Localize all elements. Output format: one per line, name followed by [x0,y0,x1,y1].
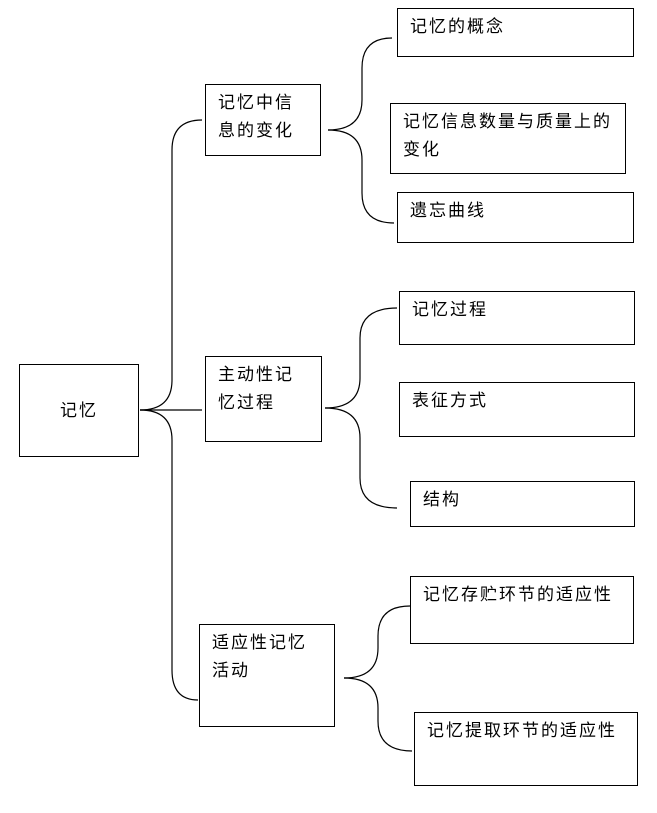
branch3-brace [343,605,411,679]
leaf-node-label: 记忆的概念 [410,17,505,37]
leaf-node-label: 遗忘曲线 [410,201,486,221]
root-brace [139,119,203,411]
branch-node-active-memory-process: 主动性记忆过程 [205,356,322,442]
branch-node-label: 记忆中信息的变化 [218,93,294,141]
branch2-brace-lower [324,407,398,509]
root-brace-middle [139,409,199,701]
branch-node-label: 适应性记忆活动 [212,633,307,681]
leaf-node-label: 记忆信息数量与质量上的变化 [403,112,612,160]
leaf-node-structure: 结构 [410,481,635,527]
leaf-node-retrieval-adaptivity: 记忆提取环节的适应性 [414,712,638,786]
branch2-brace [324,307,398,409]
leaf-node-forgetting-curve: 遗忘曲线 [397,192,634,243]
root-node: 记忆 [19,364,139,457]
branch-node-memory-information-change: 记忆中信息的变化 [205,84,321,156]
leaf-node-storage-adaptivity: 记忆存贮环节的适应性 [410,576,634,644]
leaf-node-label: 记忆过程 [412,300,488,320]
branch-node-adaptive-memory-activity: 适应性记忆活动 [199,624,335,727]
branch3-brace-lower [343,677,413,752]
leaf-node-quantity-quality-change: 记忆信息数量与质量上的变化 [390,103,626,174]
leaf-node-memory-process: 记忆过程 [399,291,635,345]
root-node-label: 记忆 [60,400,98,421]
branch-node-label: 主动性记忆过程 [218,365,294,413]
leaf-node-label: 记忆提取环节的适应性 [427,721,617,741]
leaf-node-memory-concept: 记忆的概念 [397,8,634,57]
leaf-node-label: 表征方式 [412,391,488,411]
branch1-brace-lower [327,129,395,224]
branch1-brace [327,37,393,131]
leaf-node-label: 记忆存贮环节的适应性 [423,585,613,605]
leaf-node-representation-mode: 表征方式 [399,382,635,437]
leaf-node-label: 结构 [423,490,461,510]
